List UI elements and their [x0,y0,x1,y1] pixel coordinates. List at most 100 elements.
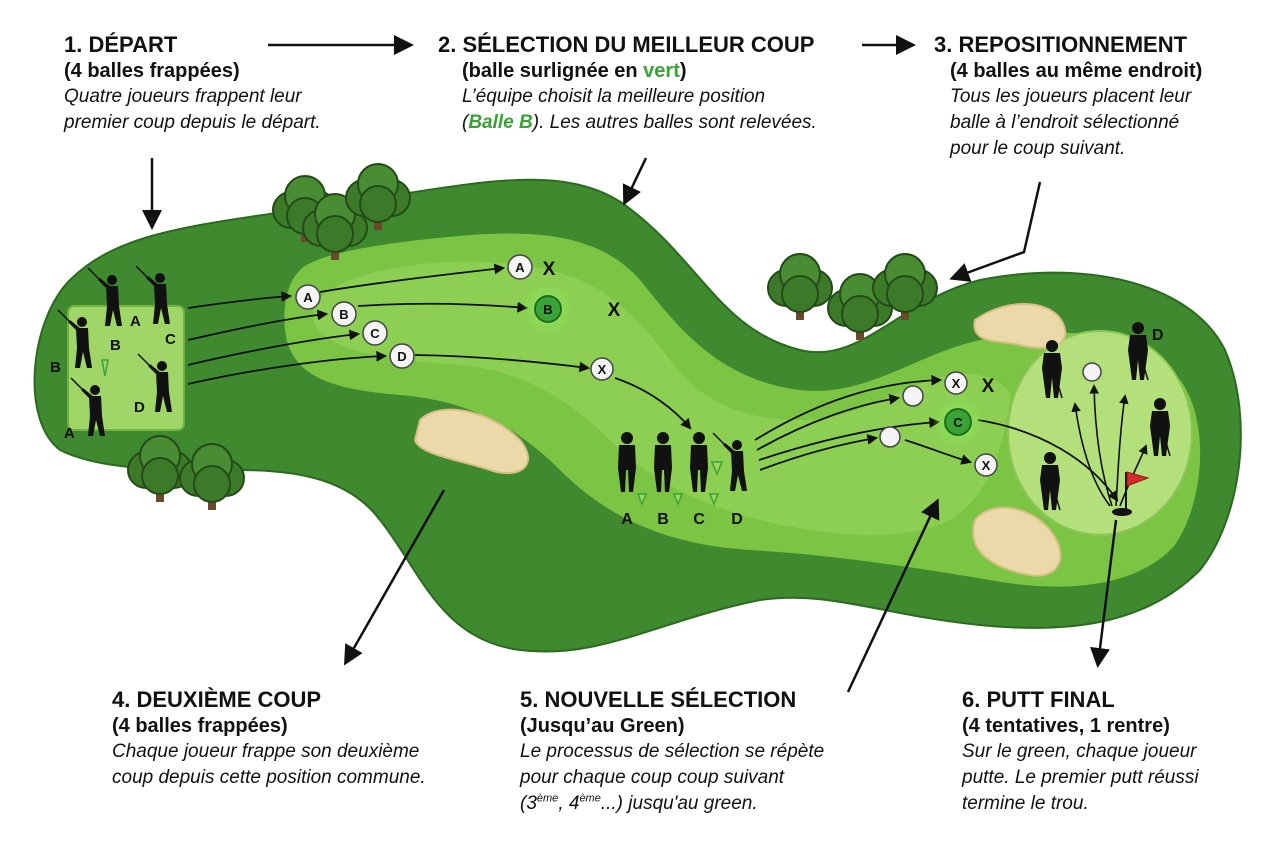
step-desc: Quatre joueurs frappent leur [64,86,302,107]
ball-label: B [543,302,552,317]
callout-arrow [846,498,940,693]
callout-arrow [622,157,648,206]
ball-label: A [515,260,525,275]
ball-icon [295,284,321,310]
selected-ball-icon [944,408,972,436]
tree-icon [767,253,833,321]
selected-ball-icon [534,295,562,323]
ball-icon [944,371,968,395]
step-title: 2. SÉLECTION DU MEILLEUR COUP [438,32,815,57]
ball-icon [1082,362,1102,382]
tee-label: B [50,359,61,376]
step-6: 6. PUTT FINAL (4 tentatives, 1 rentre) S… [962,686,1199,817]
flag-icon [1126,471,1150,487]
tee-marker-icon [101,359,109,377]
shot-path [187,291,293,309]
ball-label: A [303,290,313,305]
sand-trap-2 [973,303,1067,349]
tee-marker-icon [710,461,724,476]
shot-path [319,263,506,293]
ball-removed-mark: X [982,376,995,397]
ball-removed-mark: X [952,376,961,391]
step-subtitle: (4 balles frappées) [112,715,288,737]
player-label: D [731,511,743,528]
step-desc: premier coup depuis le départ. [64,112,321,133]
putt-path [1089,384,1113,507]
ball-label: D [397,349,406,364]
ball-removed-mark: X [982,458,991,473]
step-desc: pour le coup suivant. [950,138,1126,159]
step-title: 4. DEUXIÈME COUP [112,687,322,712]
step-desc: Le processus de sélection se répète [520,741,825,762]
ball-removed-mark: X [598,362,607,377]
tee-marker-icon [636,493,648,507]
step-subtitle: (balle surlignée en vert) [462,60,687,82]
step-title: 5. NOUVELLE SÉLECTION [520,687,797,712]
ball-removed-mark: X [543,259,556,280]
step-desc: balle à l’endroit sélectionné [950,112,1180,133]
tee-marker-icon [708,493,720,507]
callout-arrow [949,181,1042,282]
step-desc: putte. Le premier putt réussi [962,767,1199,788]
ball-icon [902,385,924,407]
ball-icon [974,453,998,477]
ball-label: C [370,326,380,341]
step-desc: (Balle B). Les autres balles sont relevé… [462,112,817,133]
step-desc: coup depuis cette position commune. [112,767,426,788]
highlight-text: vert [643,60,680,82]
step-title: 3. REPOSITIONNEMENT [934,32,1188,57]
highlight-text: Balle B [468,112,533,133]
player-label: A [621,511,633,528]
callout-arrow [344,489,446,666]
step-2: 2. SÉLECTION DU MEILLEUR COUP (balle sur… [438,31,817,136]
ball-icon [389,343,415,369]
tee-label: D [134,399,145,416]
step-4: 4. DEUXIÈME COUP (4 balles frappées) Cha… [112,686,426,791]
shot-path [187,350,388,385]
tee-label: A [64,425,75,442]
step-subtitle: (4 balles frappées) [64,60,240,82]
ball-label: C [953,415,963,430]
ball-icon [590,357,614,381]
shot-path [758,417,941,461]
shot-path [187,309,329,341]
step-desc: L’équipe choisit la meilleure position [462,86,766,107]
step-subtitle: (4 balles au même endroit) [950,60,1203,82]
step-desc: (3ème, 4ème...) jusqu'au green. [520,792,758,814]
shot-path [756,394,901,451]
putt-path [1071,402,1111,507]
step-desc: Chaque joueur frappe son deuxième [112,741,420,762]
putt-path [1119,444,1148,507]
player-label: B [657,511,669,528]
ball-icon [331,301,357,327]
step-desc: termine le trou. [962,793,1089,814]
shot-path [759,434,879,471]
step-5: 5. NOUVELLE SÉLECTION (Jusqu’au Green) L… [520,686,824,817]
shot-path [904,439,973,465]
step-3: 3. REPOSITIONNEMENT (4 balles au même en… [934,31,1202,162]
step-subtitle: (Jusqu’au Green) [520,715,685,737]
step-desc: pour chaque coup coup suivant [520,767,785,788]
player-label: C [693,511,705,528]
ball-icon [507,254,533,280]
player-label: D [1152,327,1164,344]
ball-label: B [339,307,348,322]
hole-icon [1112,508,1132,516]
tee-label: B [110,337,121,354]
step-1: 1. DÉPART (4 balles frappées) Quatre jou… [64,31,321,136]
tee-label: C [165,331,176,348]
sand-trap-3 [972,506,1062,577]
step-title: 6. PUTT FINAL [962,687,1115,712]
step-desc: Sur le green, chaque joueur [962,741,1197,762]
fairway-inner [313,261,1010,536]
shot-path [357,301,529,313]
sand-trap-1 [413,408,530,475]
putt-path [1115,394,1129,507]
ball-icon [362,320,388,346]
step-desc: Tous les joueurs placent leur [950,86,1192,107]
shot-path [754,374,943,441]
ball-icon [879,426,901,448]
shot-path [614,377,692,430]
tee-marker-icon [672,493,684,507]
